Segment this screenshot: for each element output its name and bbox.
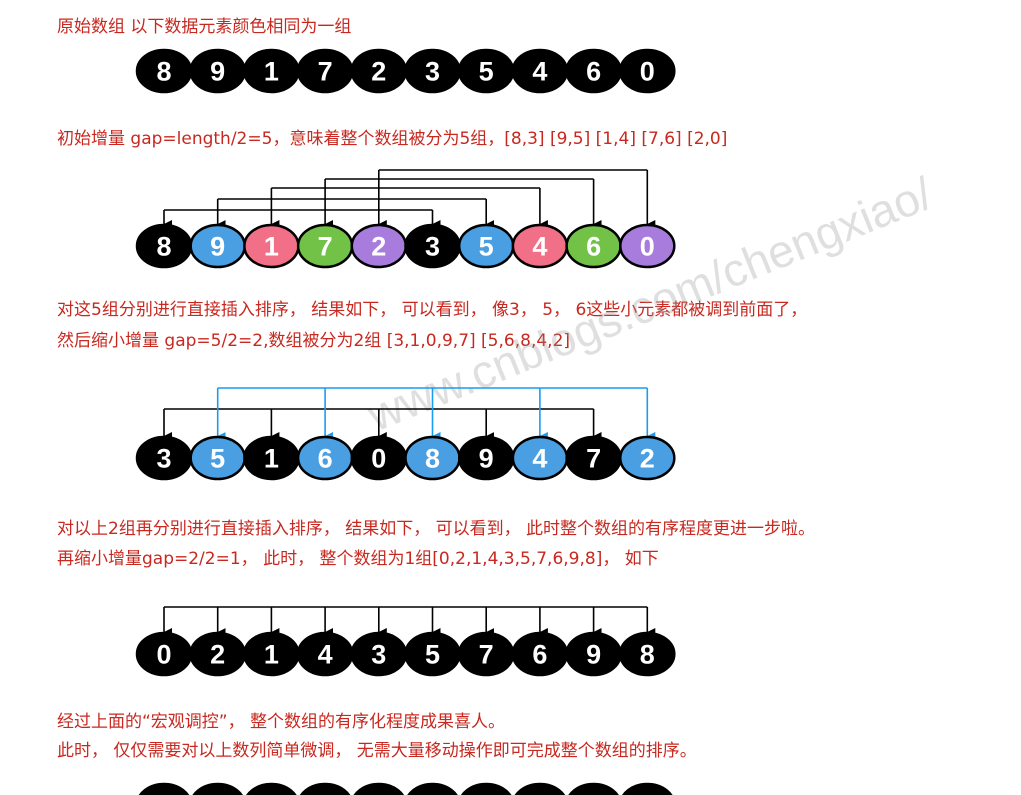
- array-node: [192, 782, 243, 795]
- array-node: [619, 631, 676, 677]
- array-node-value: 6: [479, 791, 494, 795]
- array-node-value: 1: [264, 232, 279, 262]
- gap5-description: 初始增量 gap=length/2=5，意味着整个数组被分为5组，[8,3] […: [57, 129, 728, 149]
- array-node-value: 4: [532, 232, 547, 262]
- array-node-value: 2: [371, 57, 386, 87]
- array-node-value: 9: [479, 444, 494, 474]
- array-node-value: 3: [425, 232, 440, 262]
- array-node: [353, 782, 405, 795]
- array-node-value: 6: [586, 57, 601, 87]
- array-node: [299, 782, 351, 795]
- array-node-value: 3: [371, 640, 386, 670]
- array-node-value: 7: [532, 791, 547, 795]
- array-node-value: 5: [425, 640, 440, 670]
- array-node-value: 5: [425, 791, 440, 795]
- array-node-value: 5: [479, 57, 494, 87]
- array-node-value: 3: [156, 444, 171, 474]
- array-node: [619, 435, 676, 481]
- array-node-value: 3: [318, 791, 333, 795]
- array-node-value: 7: [479, 640, 494, 670]
- after-gap2-description-line1: 对以上2组再分别进行直接插入排序， 结果如下， 可以看到， 此时整个数组的有序程…: [57, 519, 816, 539]
- array-node: [619, 48, 676, 94]
- array-node-value: 9: [640, 791, 655, 795]
- array-node-value: 4: [371, 791, 386, 795]
- array-node-value: 5: [210, 444, 225, 474]
- array-node-value: 8: [425, 444, 440, 474]
- array-node-value: 2: [264, 791, 279, 795]
- array-node-value: 2: [640, 444, 655, 474]
- array-node-value: 0: [640, 232, 655, 262]
- array-node: [619, 223, 676, 269]
- row-gap2: 3 5 1 6 0 8 9 4 7 2: [135, 435, 676, 481]
- array-node-value: 6: [532, 640, 547, 670]
- array-node-value: 4: [532, 444, 547, 474]
- group-arrows: [162, 169, 656, 638]
- array-node-value: 2: [371, 232, 386, 262]
- after-gap5-description-line1: 对这5组分别进行直接插入排序， 结果如下， 可以看到， 像3， 5， 6这些小元…: [57, 300, 808, 320]
- array-node: [460, 782, 512, 795]
- original-array-title: 原始数组 以下数据元素颜色相同为一组: [57, 17, 352, 37]
- array-node-value: 5: [479, 232, 494, 262]
- array-node-value: 9: [210, 232, 225, 262]
- row-gap1: 0 2 1 4 3 5 7 6 9 8: [135, 631, 676, 677]
- array-node: [246, 782, 297, 795]
- array-node-value: 1: [264, 444, 279, 474]
- final-description-line2: 此时， 仅仅需要对以上数列简单微调， 无需大量移动操作即可完成整个数组的排序。: [57, 741, 697, 761]
- array-node-value: 0: [156, 640, 171, 670]
- row-gap5: 8 9 1 7 2 3 5 4 6 0: [135, 223, 676, 269]
- array-node-value: 9: [586, 640, 601, 670]
- array-node-value: 1: [210, 791, 225, 795]
- final-description-line1: 经过上面的“宏观调控”， 整个数组的有序化程度成果喜人。: [57, 712, 506, 732]
- array-node-value: 8: [640, 640, 655, 670]
- after-gap2-description-line2: 再缩小增量gap=2/2=1， 此时， 整个数组为1组[0,2,1,4,3,5,…: [57, 549, 659, 569]
- array-node: [514, 782, 566, 795]
- array-node-value: 6: [318, 444, 333, 474]
- row-final: 0 1 2 3 4 5 6 7 8 9: [138, 782, 673, 795]
- array-node-value: 0: [640, 57, 655, 87]
- array-node-value: 0: [156, 791, 171, 795]
- array-node-value: 6: [586, 232, 601, 262]
- array-node-value: 1: [264, 57, 279, 87]
- array-node-value: 9: [210, 57, 225, 87]
- array-node-value: 8: [586, 791, 601, 795]
- array-node-value: 4: [532, 57, 547, 87]
- array-node-value: 8: [156, 57, 171, 87]
- array-node-value: 3: [425, 57, 440, 87]
- array-node-value: 4: [318, 640, 333, 670]
- array-node-value: 7: [318, 232, 333, 262]
- array-node-value: 7: [586, 444, 601, 474]
- array-node: [568, 782, 619, 795]
- array-node-value: 7: [318, 57, 333, 87]
- array-node: [407, 782, 458, 795]
- array-node-value: 8: [156, 232, 171, 262]
- row-original: 8 9 1 7 2 3 5 4 6 0: [135, 48, 676, 94]
- array-node-value: 2: [210, 640, 225, 670]
- array-node: [622, 782, 673, 795]
- after-gap5-description-line2: 然后缩小增量 gap=5/2=2,数组被分为2组 [3,1,0,9,7] [5,…: [57, 331, 571, 351]
- array-node: [138, 782, 190, 795]
- array-node-value: 1: [264, 640, 279, 670]
- array-node-value: 0: [371, 444, 386, 474]
